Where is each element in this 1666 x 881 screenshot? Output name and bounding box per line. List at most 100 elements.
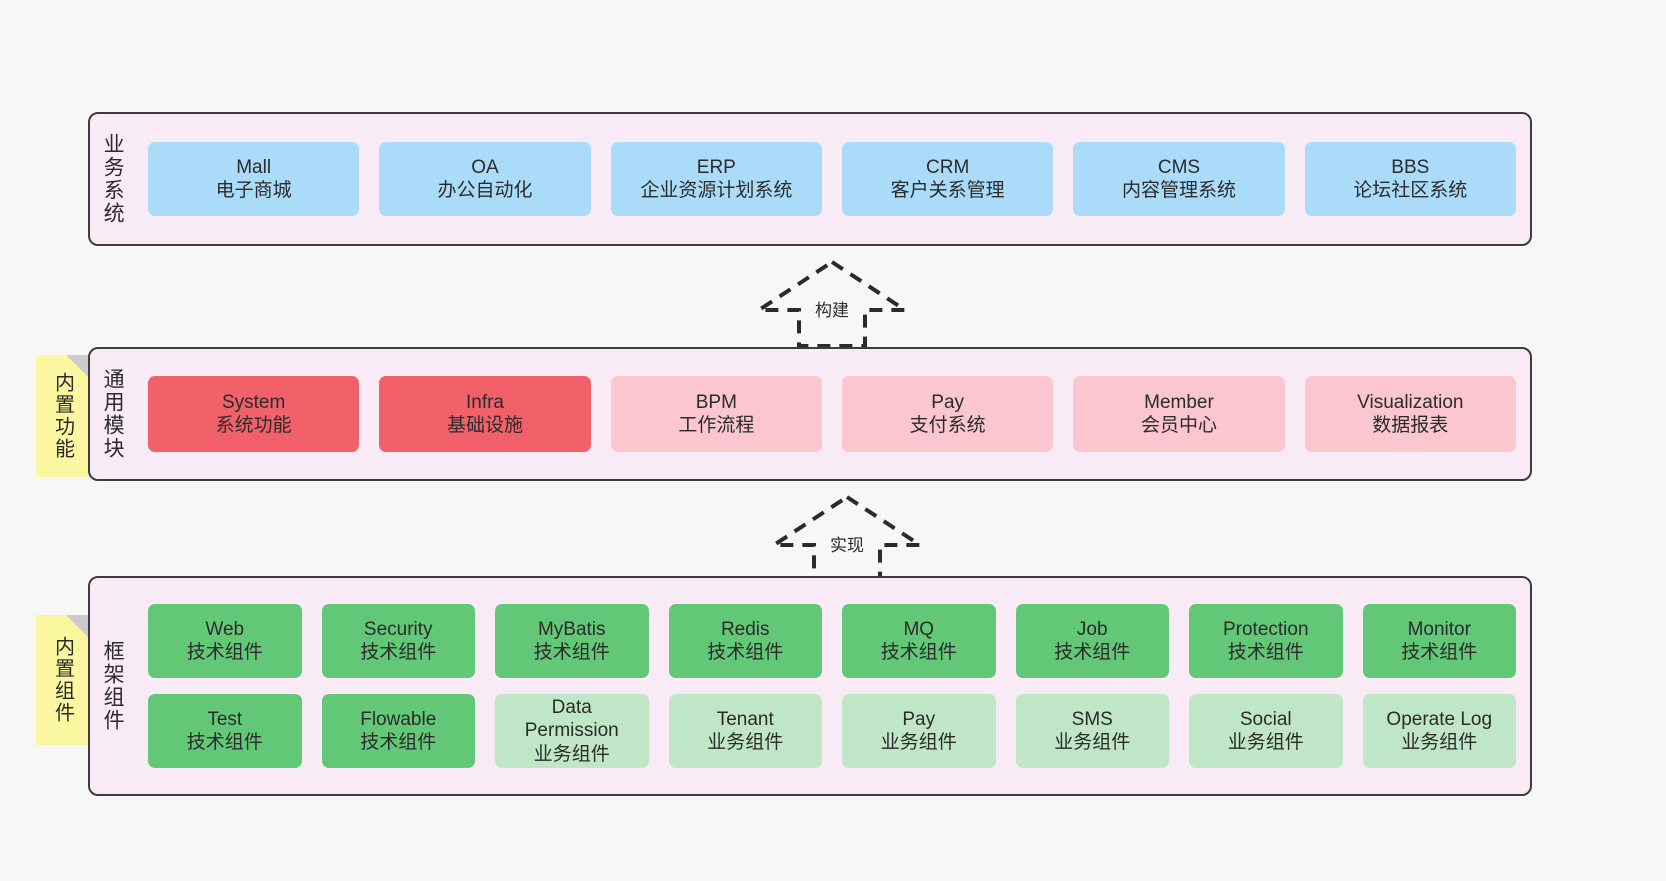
card-system[interactable]: System 系统功能 (148, 376, 360, 452)
card-subtitle: 技术组件 (880, 642, 957, 663)
layer-body-common-modules: System 系统功能 Infra 基础设施 BPM 工作流程 Pay 支付系统… (134, 349, 1530, 479)
card-title-line2: Permission (524, 720, 619, 742)
card-title: Test (207, 708, 243, 730)
layer-label-common-modules: 通用模块 (101, 368, 125, 460)
card-title: Tenant (716, 708, 774, 730)
card-subtitle: 业务组件 (533, 743, 610, 765)
note-label: 内置组件 (51, 636, 74, 724)
card-sms[interactable]: SMS 业务组件 (1015, 694, 1169, 768)
card-bbs[interactable]: BBS 论坛社区系统 (1304, 142, 1516, 216)
layer-body-business-systems: Mall 电子商城 OA 办公自动化 ERP 企业资源计划系统 CRM 客户关系… (134, 114, 1530, 244)
card-title: SMS (1071, 708, 1113, 730)
note-builtin-components: 内置组件 (36, 615, 88, 745)
connector-build: 构建 (752, 259, 912, 348)
card-subtitle: 技术组件 (1401, 642, 1478, 663)
card-oa[interactable]: OA 办公自动化 (379, 142, 591, 216)
card-protection[interactable]: Protection 技术组件 (1189, 604, 1343, 678)
card-infra[interactable]: Infra 基础设施 (379, 376, 591, 452)
card-subtitle: 业务组件 (707, 732, 784, 753)
layer-framework-components: 框架组件 Web 技术组件 Security 技术组件 MyBatis 技术组件… (88, 576, 1532, 796)
card-crm[interactable]: CRM 客户关系管理 (841, 142, 1054, 216)
note-builtin-features: 内置功能 (36, 355, 88, 477)
card-title: MQ (903, 618, 935, 640)
layer-body-framework-components: Web 技术组件 Security 技术组件 MyBatis 技术组件 Redi… (134, 578, 1530, 794)
card-title: Member (1144, 391, 1214, 413)
card-subtitle: 客户关系管理 (890, 180, 1005, 201)
card-title: Operate Log (1386, 708, 1493, 730)
card-subtitle: 技术组件 (360, 642, 437, 663)
card-subtitle: 技术组件 (186, 732, 263, 753)
card-member[interactable]: Member 会员中心 (1073, 376, 1285, 452)
card-erp[interactable]: ERP 企业资源计划系统 (610, 142, 822, 216)
card-pay[interactable]: Pay 支付系统 (841, 376, 1054, 452)
layer-label-business-systems: 业务系统 (101, 133, 125, 225)
card-pay-component[interactable]: Pay 业务组件 (842, 694, 996, 768)
card-subtitle: 系统功能 (215, 415, 292, 436)
card-flowable[interactable]: Flowable 技术组件 (321, 694, 475, 768)
card-subtitle: 业务组件 (880, 732, 957, 753)
card-operate-log[interactable]: Operate Log 业务组件 (1362, 694, 1516, 768)
connector-implement: 实现 (767, 494, 927, 583)
card-subtitle: 技术组件 (360, 732, 437, 753)
card-mall[interactable]: Mall 电子商城 (148, 142, 360, 216)
note-fold-icon (66, 615, 88, 637)
card-title: Monitor (1407, 618, 1471, 640)
layer-common-modules: 通用模块 System 系统功能 Infra 基础设施 BPM 工作流程 Pay… (88, 347, 1532, 481)
card-title: Pay (931, 391, 965, 413)
card-subtitle: 业务组件 (1227, 732, 1304, 753)
card-title: Security (363, 618, 433, 640)
card-mq[interactable]: MQ 技术组件 (842, 604, 996, 678)
card-subtitle: 数据报表 (1372, 415, 1449, 436)
card-title: Infra (465, 391, 504, 413)
card-title: Social (1239, 708, 1292, 730)
card-monitor[interactable]: Monitor 技术组件 (1362, 604, 1516, 678)
card-bpm[interactable]: BPM 工作流程 (610, 376, 822, 452)
card-tenant[interactable]: Tenant 业务组件 (668, 694, 822, 768)
card-subtitle: 技术组件 (1227, 642, 1304, 663)
card-mybatis[interactable]: MyBatis 技术组件 (495, 604, 649, 678)
note-label: 内置功能 (51, 372, 74, 460)
layer-label-framework-components: 框架组件 (101, 640, 125, 732)
card-social[interactable]: Social 业务组件 (1189, 694, 1343, 768)
card-subtitle: 工作流程 (678, 415, 755, 436)
card-subtitle: 技术组件 (1054, 642, 1131, 663)
card-title: Protection (1222, 618, 1309, 640)
card-row: System 系统功能 Infra 基础设施 BPM 工作流程 Pay 支付系统… (148, 376, 1516, 452)
card-subtitle: 业务组件 (1401, 732, 1478, 753)
card-subtitle: 技术组件 (186, 642, 263, 663)
card-job[interactable]: Job 技术组件 (1015, 604, 1169, 678)
card-subtitle: 技术组件 (707, 642, 784, 663)
card-data-permission[interactable]: Data Permission 业务组件 (495, 694, 649, 768)
card-subtitle: 办公自动化 (437, 180, 533, 201)
card-visualization[interactable]: Visualization 数据报表 (1304, 376, 1516, 452)
card-title: CRM (926, 156, 970, 178)
card-cms[interactable]: CMS 内容管理系统 (1073, 142, 1285, 216)
card-security[interactable]: Security 技术组件 (321, 604, 475, 678)
card-title: ERP (696, 156, 736, 178)
card-subtitle: 论坛社区系统 (1353, 180, 1468, 201)
card-title: Mall (236, 156, 272, 178)
card-row: Web 技术组件 Security 技术组件 MyBatis 技术组件 Redi… (148, 604, 1516, 678)
card-row: Test 技术组件 Flowable 技术组件 Data Permission … (148, 694, 1516, 768)
card-subtitle: 会员中心 (1140, 415, 1217, 436)
card-title: Data (551, 697, 592, 719)
card-title: MyBatis (537, 618, 606, 640)
layer-business-systems: 业务系统 Mall 电子商城 OA 办公自动化 ERP 企业资源计划系统 CRM… (88, 112, 1532, 246)
card-title: Redis (720, 618, 770, 640)
card-title: System (221, 391, 286, 413)
card-title: Web (205, 618, 245, 640)
card-title: Visualization (1357, 391, 1464, 413)
card-web[interactable]: Web 技术组件 (148, 604, 302, 678)
card-title: BBS (1391, 156, 1430, 178)
card-redis[interactable]: Redis 技术组件 (668, 604, 822, 678)
card-subtitle: 技术组件 (533, 642, 610, 663)
card-test[interactable]: Test 技术组件 (148, 694, 302, 768)
card-subtitle: 内容管理系统 (1121, 180, 1236, 201)
card-title: Job (1076, 618, 1108, 640)
card-title: OA (471, 156, 499, 178)
card-subtitle: 企业资源计划系统 (640, 180, 793, 201)
card-subtitle: 基础设施 (446, 415, 523, 436)
card-title: Pay (902, 708, 936, 730)
card-subtitle: 支付系统 (909, 415, 986, 436)
